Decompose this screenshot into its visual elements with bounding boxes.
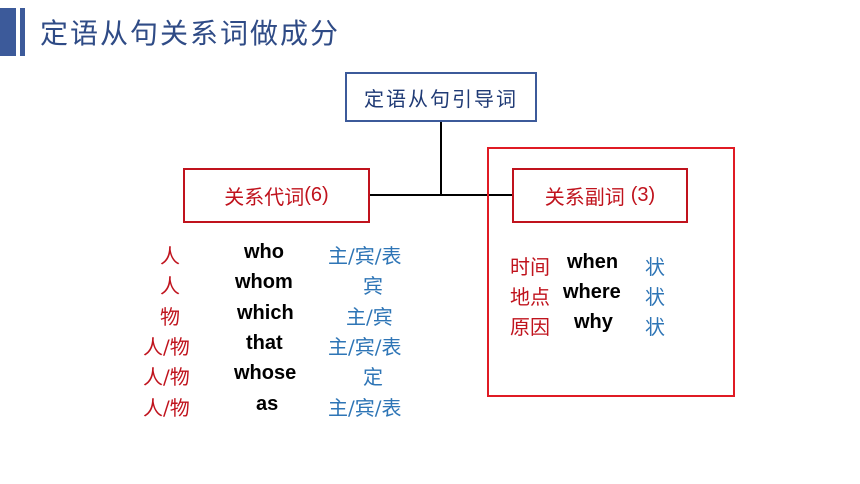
adverb-node-label: 关系副词 [544, 185, 625, 209]
pronoun-node-label: 关系代词 [224, 185, 305, 209]
pronoun-word: who [244, 241, 284, 263]
pronoun-word: as [256, 393, 279, 415]
adverb-antecedent: 原因 [510, 315, 550, 339]
adverb-node-count: (3) [630, 184, 656, 206]
title-accent-bar-thin [20, 8, 25, 56]
adverb-word: when [567, 251, 619, 273]
adverb-antecedent: 时间 [510, 255, 550, 279]
adverb-word: why [574, 311, 613, 333]
pronoun-role: 宾 [363, 274, 383, 298]
connector-horizontal [370, 194, 512, 196]
adverb-role: 状 [645, 315, 665, 339]
pronoun-word: whose [234, 362, 297, 384]
adverb-group-frame [487, 147, 735, 397]
pronoun-word: that [246, 332, 283, 354]
pronoun-antecedent: 人/物 [143, 396, 190, 420]
pronoun-word: which [237, 302, 294, 324]
relative-pronoun-node: 关系代词(6) [183, 168, 370, 223]
pronoun-antecedent: 人/物 [143, 335, 190, 359]
root-node: 定语从句引导词 [345, 72, 537, 122]
adverb-antecedent: 地点 [510, 285, 550, 309]
adverb-role: 状 [645, 285, 665, 309]
pronoun-antecedent: 人 [160, 244, 180, 268]
root-node-label: 定语从句引导词 [364, 86, 518, 111]
pronoun-word: whom [235, 271, 293, 293]
page-title: 定语从句关系词做成分 [40, 17, 341, 50]
pronoun-role: 定 [363, 365, 383, 389]
pronoun-role: 主/宾/表 [328, 396, 402, 420]
connector-vertical [440, 122, 442, 195]
adverb-word: where [563, 281, 621, 303]
pronoun-role: 主/宾 [346, 305, 393, 329]
pronoun-role: 主/宾/表 [328, 335, 402, 359]
pronoun-node-count: (6) [304, 184, 329, 206]
pronoun-antecedent: 人/物 [143, 365, 190, 389]
adverb-role: 状 [645, 255, 665, 279]
pronoun-antecedent: 人 [160, 274, 180, 298]
pronoun-antecedent: 物 [160, 305, 180, 329]
title-accent-bar [0, 8, 16, 56]
relative-adverb-node: 关系副词(3) [512, 168, 688, 223]
pronoun-role: 主/宾/表 [328, 244, 402, 268]
